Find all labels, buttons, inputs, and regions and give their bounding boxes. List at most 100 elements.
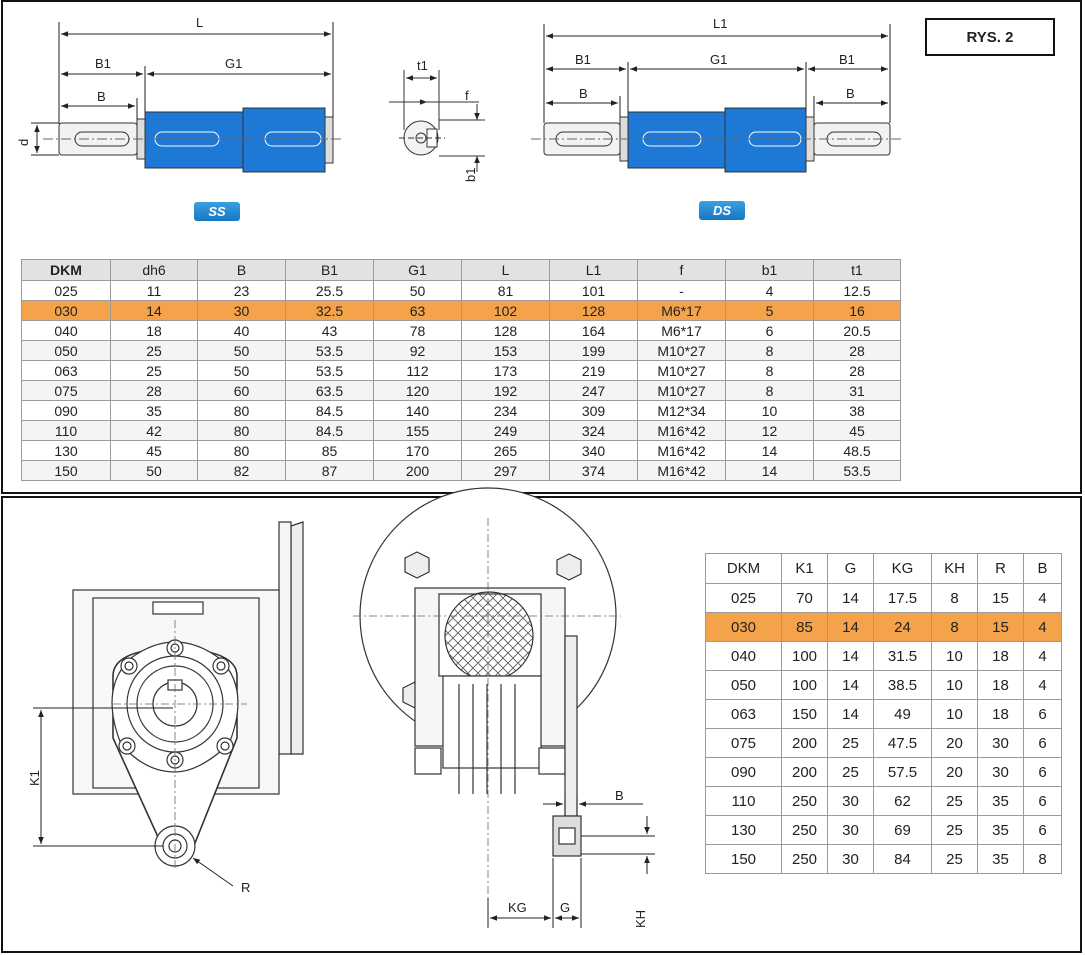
table-cell: M10*27 [637, 360, 726, 381]
table-cell: 18 [110, 320, 198, 341]
table-cell: 100 [781, 670, 828, 700]
dim-ds-B1-right: B1 [839, 52, 855, 67]
table-cell: 63 [373, 300, 462, 321]
table-cell: 80 [197, 400, 286, 421]
table-cell: 150 [781, 699, 828, 729]
table-cell: 53.5 [813, 460, 901, 481]
table-cell: 32.5 [285, 300, 374, 321]
dim-G: G [560, 900, 570, 915]
table-cell: 80 [197, 420, 286, 441]
dim-G1: G1 [225, 56, 242, 71]
table-cell: 69 [873, 815, 932, 845]
table-cell: M6*17 [637, 300, 726, 321]
table-cell: 128 [461, 320, 550, 341]
table-cell: 234 [461, 400, 550, 421]
table-cell: 050 [705, 670, 782, 700]
table-cell: 18 [977, 670, 1024, 700]
column-header: K1 [781, 553, 828, 584]
table-cell: 8 [931, 583, 978, 613]
table-cell: 192 [461, 380, 550, 401]
table-cell: 81 [461, 280, 550, 301]
table-cell: 090 [21, 400, 111, 421]
table-cell: 063 [21, 360, 111, 381]
table-cell: 8 [725, 340, 814, 361]
table-cell: 374 [549, 460, 638, 481]
table-cell: 250 [781, 844, 828, 874]
table-cell: 050 [21, 340, 111, 361]
table-cell: 040 [705, 641, 782, 671]
table-cell: 70 [781, 583, 828, 613]
table-cell: 025 [21, 280, 111, 301]
table-cell: 25.5 [285, 280, 374, 301]
table-cell: 130 [705, 815, 782, 845]
table-cell: 78 [373, 320, 462, 341]
table-cell: 18 [977, 699, 1024, 729]
table-cell: 12 [725, 420, 814, 441]
table-cell: 50 [197, 360, 286, 381]
table-cell: 250 [781, 786, 828, 816]
table-cell: 4 [1023, 641, 1062, 671]
table-cell: 150 [21, 460, 111, 481]
table-cell: 6 [1023, 728, 1062, 758]
table-cell: 25 [110, 340, 198, 361]
table-cell: M6*17 [637, 320, 726, 341]
column-header: DKM [705, 553, 782, 584]
table-cell: 35 [977, 844, 1024, 874]
table-cell: 102 [461, 300, 550, 321]
table-cell: 49 [873, 699, 932, 729]
table-cell: 110 [705, 786, 782, 816]
dim-L: L [196, 15, 203, 30]
table-cell: 8 [931, 612, 978, 642]
table-cell: 130 [21, 440, 111, 461]
column-header: L1 [549, 259, 638, 281]
column-header: B [1023, 553, 1062, 584]
table-cell: 309 [549, 400, 638, 421]
table-cell: M16*42 [637, 460, 726, 481]
table-cell: 170 [373, 440, 462, 461]
dim-R: R [241, 880, 250, 895]
side-view [353, 487, 621, 898]
table-cell: 84.5 [285, 420, 374, 441]
table-cell: 200 [781, 757, 828, 787]
column-header: G [827, 553, 874, 584]
table-cell: 30 [827, 786, 874, 816]
table-cell: 14 [725, 460, 814, 481]
table-cell: 25 [931, 786, 978, 816]
shaft-panel: RYS. 2 L [1, 0, 1082, 494]
table-cell: 14 [110, 300, 198, 321]
table-cell: 297 [461, 460, 550, 481]
ss-shaft [43, 107, 343, 173]
dim-ds-B1-left: B1 [575, 52, 591, 67]
table-cell: 20 [931, 728, 978, 758]
table-cell: M12*34 [637, 400, 726, 421]
table-cell: 14 [827, 699, 874, 729]
table-cell: M10*27 [637, 380, 726, 401]
table-cell: 16 [813, 300, 901, 321]
table-cell: 199 [549, 340, 638, 361]
table-cell: 10 [725, 400, 814, 421]
table-cell: 8 [725, 360, 814, 381]
table-cell: 50 [197, 340, 286, 361]
table-cell: 60 [197, 380, 286, 401]
table-cell: 10 [931, 699, 978, 729]
table-cell: 15 [977, 583, 1024, 613]
table-cell: 85 [285, 440, 374, 461]
table-cell: M10*27 [637, 340, 726, 361]
table-cell: 10 [931, 641, 978, 671]
column-header: G1 [373, 259, 462, 281]
table-cell: 24 [873, 612, 932, 642]
ss-badge: SS [194, 202, 240, 221]
table-cell: 200 [781, 728, 828, 758]
table-cell: 14 [827, 583, 874, 613]
dim-KG: KG [508, 900, 527, 915]
column-header: B1 [285, 259, 374, 281]
column-header: KH [931, 553, 978, 584]
